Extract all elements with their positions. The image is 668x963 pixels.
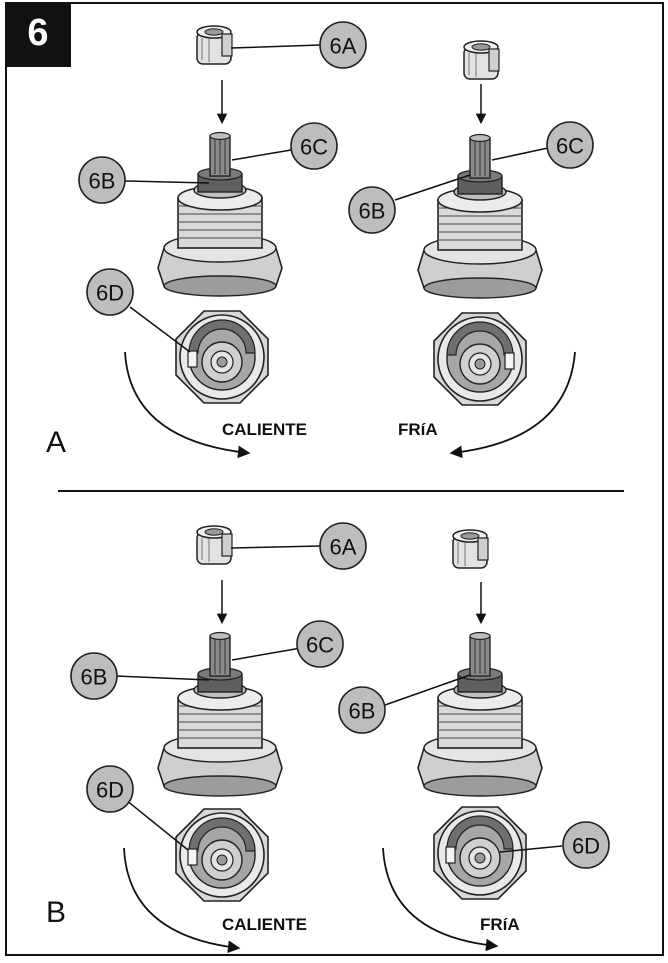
topview-right-b [433,806,527,900]
rotate-arrow-hot-a [124,351,251,459]
cold-label-b: FRíA [480,915,520,934]
leader-6b-left-b [115,675,210,681]
rotate-arrow-cold-b [382,847,499,952]
panel-b: 6A 6B 6C 6B 6D 6D CALIENTE FRíA B [46,522,610,954]
topview-left-a [175,310,269,404]
panel-label-b: B [46,896,66,929]
leader-6d-right-b [499,845,563,853]
topview-right-a [434,313,526,405]
svg-text:6D: 6D [572,834,600,859]
leader-6a-a [230,44,321,49]
callout-6d-a: 6D [86,268,134,316]
hot-label-a: CALIENTE [222,420,307,439]
leader-6c-right-a [491,147,549,161]
callout-6c-left-a: 6C [290,122,338,170]
leader-6c-left-a [231,149,292,161]
leader-6a-b [230,545,321,549]
valve-left-a [157,131,283,297]
step-number: 6 [27,12,48,54]
svg-text:6A: 6A [330,34,357,59]
callout-6b-left-a: 6B [78,156,126,204]
callout-6b-right-a: 6B [348,186,396,234]
svg-text:6A: 6A [330,535,357,560]
callout-6a-a: 6A [319,21,367,69]
svg-text:6B: 6B [81,665,108,690]
cap-left-a [196,25,233,65]
leader-6b-right-a [394,174,471,201]
cap-right-a [463,40,500,80]
panel-label-a: A [46,426,66,459]
leader-6d-left-b [125,799,189,851]
callout-6d-right-b: 6D [562,821,610,869]
svg-text:6D: 6D [96,778,124,803]
svg-text:6C: 6C [300,135,328,160]
leader-6b-left-a [124,180,210,184]
callout-6b-left-b: 6B [70,652,118,700]
cap-left-b [196,525,233,565]
svg-text:6B: 6B [349,699,376,724]
valve-right-a [417,133,543,299]
leader-6b-right-b [384,674,471,706]
callout-6c-left-b: 6C [296,620,344,668]
valve-left-b [157,631,283,797]
callout-6c-right-a: 6C [546,121,594,169]
cold-label-a: FRíA [398,420,438,439]
callout-6a-b: 6A [319,522,367,570]
cap-right-b [452,529,489,569]
svg-text:6D: 6D [96,281,124,306]
step-badge [6,3,71,67]
topview-left-b [175,808,269,902]
svg-text:6C: 6C [306,633,334,658]
svg-text:6C: 6C [556,134,584,159]
rotate-arrow-hot-b [123,847,241,954]
leader-6d-a [129,306,191,353]
svg-text:6B: 6B [89,169,116,194]
valve-right-b [417,631,543,797]
callout-6d-left-b: 6D [86,765,134,813]
figure-border [5,2,664,956]
callout-6b-right-b: 6B [338,686,386,734]
hot-label-b: CALIENTE [222,915,307,934]
rotate-arrow-cold-a [449,351,576,459]
panel-a: 6A 6B 6C 6B 6C 6D CALIENTE FRíA A [46,21,594,459]
svg-text:6B: 6B [359,199,386,224]
leader-6c-left-b [231,647,302,661]
